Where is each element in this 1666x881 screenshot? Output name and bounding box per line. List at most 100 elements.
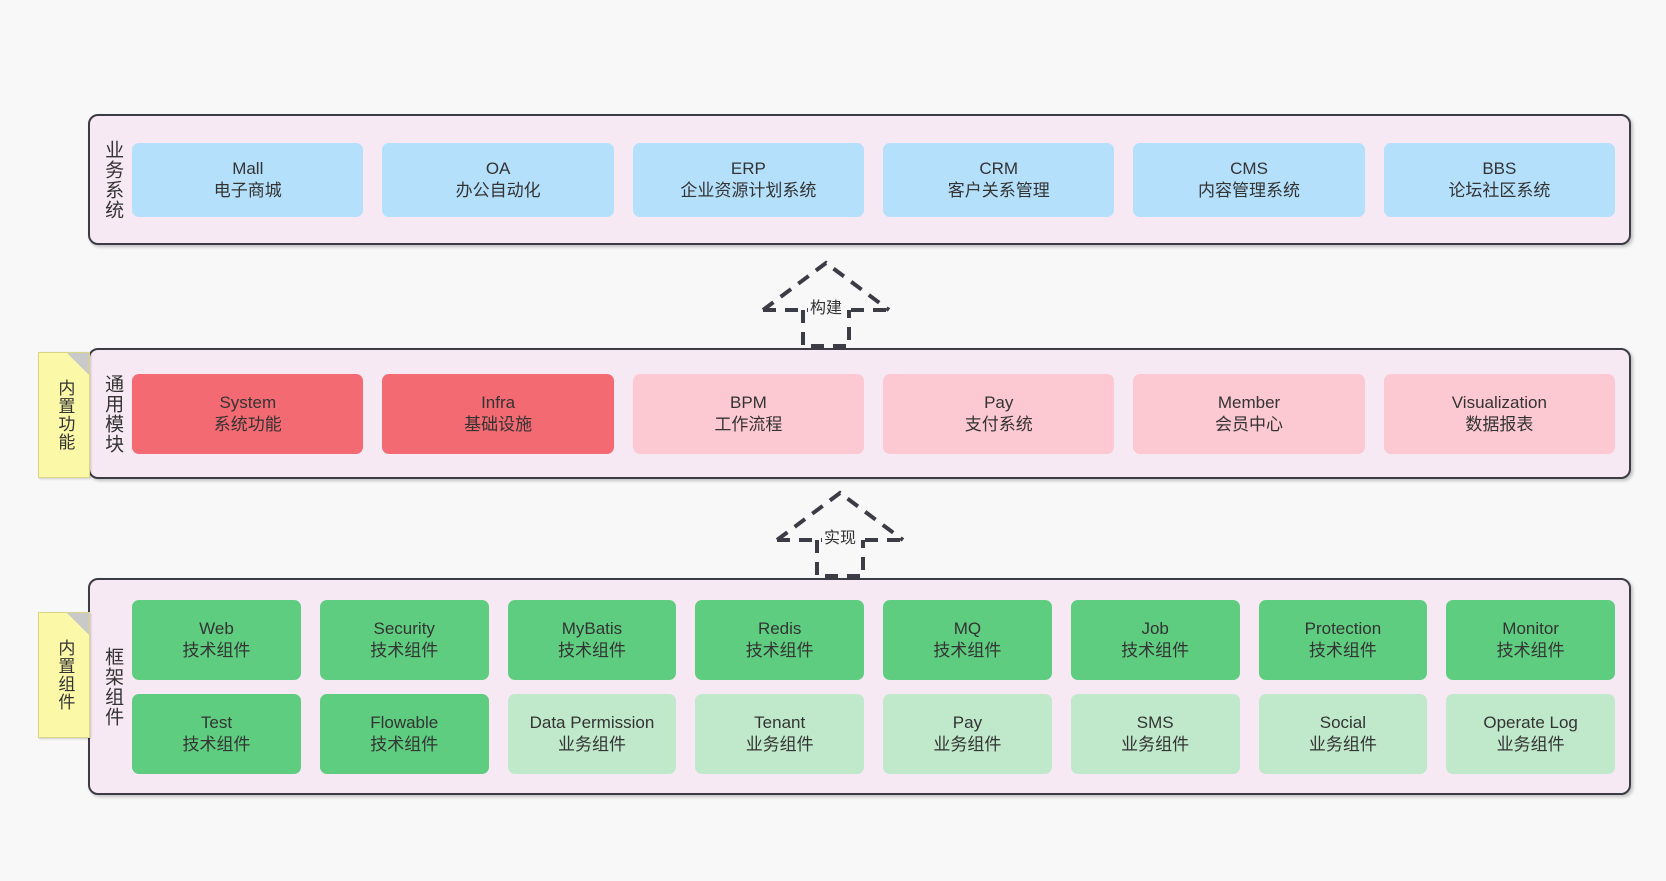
arrow-label-implement: 实现	[821, 524, 859, 548]
card-sms[interactable]: SMS 业务组件	[1070, 693, 1240, 774]
card-subtitle: 业务组件	[1121, 734, 1190, 754]
card-member[interactable]: Member 会员中心	[1133, 373, 1365, 454]
card-title: Protection	[1304, 619, 1382, 639]
card-system[interactable]: System 系统功能	[132, 373, 364, 454]
card-subtitle: 技术组件	[182, 640, 251, 660]
card-title: Infra	[481, 393, 516, 413]
card-subtitle: 技术组件	[370, 640, 439, 660]
layer-title-modules: 通用模块	[102, 373, 124, 454]
card-subtitle: 系统功能	[213, 414, 282, 434]
card-title: Test	[200, 713, 233, 733]
card-subtitle: 技术组件	[933, 640, 1002, 660]
sticky-note-label: 内置组件	[55, 639, 75, 711]
card-visualization[interactable]: Visualization 数据报表	[1383, 373, 1615, 454]
layer-business-systems: 业务系统 Mall 电子商城 OA 办公自动化 ERP 企业资源计划系统 CRM…	[88, 114, 1631, 245]
card-title: BBS	[1482, 159, 1517, 179]
card-subtitle: 客户关系管理	[947, 180, 1050, 200]
card-row: System 系统功能 Infra 基础设施 BPM 工作流程 Pay 支付系统…	[132, 373, 1615, 454]
card-mq[interactable]: MQ 技术组件	[883, 599, 1052, 680]
card-subtitle: 会员中心	[1215, 414, 1284, 434]
card-bbs[interactable]: BBS 论坛社区系统	[1383, 142, 1615, 217]
layer-body-framework: Web 技术组件 Security 技术组件 MyBatis 技术组件 Redi…	[132, 599, 1629, 774]
card-subtitle: 数据报表	[1465, 414, 1534, 434]
card-subtitle: 业务组件	[933, 734, 1002, 754]
folded-corner-icon	[67, 353, 89, 375]
card-redis[interactable]: Redis 技术组件	[695, 599, 865, 680]
card-title: Social	[1319, 713, 1367, 733]
card-subtitle: 内容管理系统	[1198, 180, 1301, 200]
card-title: System	[219, 393, 277, 413]
card-title: SMS	[1136, 713, 1174, 733]
card-mall[interactable]: Mall 电子商城	[132, 142, 364, 217]
card-pay-module[interactable]: Pay 支付系统	[883, 373, 1115, 454]
card-title: Operate Log	[1483, 713, 1578, 733]
card-oa[interactable]: OA 办公自动化	[382, 142, 614, 217]
card-title: Pay	[984, 393, 1014, 413]
card-title: Flowable	[370, 713, 439, 733]
card-subtitle: 业务组件	[557, 734, 626, 754]
card-social[interactable]: Social 业务组件	[1258, 693, 1428, 774]
card-title: Monitor	[1502, 619, 1559, 639]
card-mybatis[interactable]: MyBatis 技术组件	[507, 599, 677, 680]
card-subtitle: 技术组件	[370, 734, 439, 754]
layer-common-modules: 通用模块 System 系统功能 Infra 基础设施 BPM 工作流程 Pay…	[88, 348, 1631, 479]
card-cms[interactable]: CMS 内容管理系统	[1133, 142, 1365, 217]
layer-title-framework: 框架组件	[102, 646, 124, 727]
card-subtitle: 技术组件	[745, 640, 814, 660]
generalization-arrow-implement: 实现	[760, 488, 920, 578]
card-web[interactable]: Web 技术组件	[132, 599, 301, 680]
card-subtitle: 企业资源计划系统	[680, 180, 817, 200]
card-title: Visualization	[1451, 393, 1547, 413]
layer-framework-components: 框架组件 Web 技术组件 Security 技术组件 MyBatis 技术组件…	[88, 578, 1631, 795]
card-title: MQ	[953, 619, 982, 639]
card-subtitle: 办公自动化	[455, 180, 541, 200]
card-subtitle: 技术组件	[557, 640, 626, 660]
card-title: Security	[373, 619, 435, 639]
layer-body-modules: System 系统功能 Infra 基础设施 BPM 工作流程 Pay 支付系统…	[132, 373, 1629, 454]
card-job[interactable]: Job 技术组件	[1070, 599, 1240, 680]
card-security[interactable]: Security 技术组件	[319, 599, 489, 680]
sticky-note-builtin-components: 内置组件	[38, 612, 90, 738]
card-subtitle: 业务组件	[1308, 734, 1377, 754]
card-row: Web 技术组件 Security 技术组件 MyBatis 技术组件 Redi…	[132, 599, 1615, 680]
folded-corner-icon	[67, 613, 89, 635]
generalization-arrow-build: 构建	[746, 258, 906, 348]
card-title: CRM	[979, 159, 1019, 179]
card-protection[interactable]: Protection 技术组件	[1258, 599, 1428, 680]
card-title: Mall	[232, 159, 264, 179]
card-subtitle: 业务组件	[745, 734, 814, 754]
card-title: BPM	[729, 393, 767, 413]
card-subtitle: 技术组件	[1496, 640, 1565, 660]
card-subtitle: 基础设施	[464, 414, 533, 434]
card-title: Tenant	[754, 713, 806, 733]
card-row: Mall 电子商城 OA 办公自动化 ERP 企业资源计划系统 CRM 客户关系…	[132, 142, 1615, 217]
card-data-permission[interactable]: Data Permission 业务组件	[507, 693, 677, 774]
card-crm[interactable]: CRM 客户关系管理	[883, 142, 1115, 217]
sticky-note-builtin-features: 内置功能	[38, 352, 90, 478]
card-erp[interactable]: ERP 企业资源计划系统	[632, 142, 865, 217]
card-title: Web	[199, 619, 234, 639]
card-subtitle: 技术组件	[1308, 640, 1377, 660]
card-operate-log[interactable]: Operate Log 业务组件	[1446, 693, 1615, 774]
card-title: Job	[1141, 619, 1169, 639]
card-subtitle: 业务组件	[1496, 734, 1565, 754]
card-pay-component[interactable]: Pay 业务组件	[883, 693, 1052, 774]
card-tenant[interactable]: Tenant 业务组件	[695, 693, 865, 774]
layer-title-business: 业务系统	[102, 139, 124, 220]
card-infra[interactable]: Infra 基础设施	[382, 373, 614, 454]
card-subtitle: 技术组件	[182, 734, 251, 754]
card-subtitle: 支付系统	[964, 414, 1033, 434]
card-monitor[interactable]: Monitor 技术组件	[1446, 599, 1615, 680]
card-title: Pay	[952, 713, 983, 733]
card-title: ERP	[730, 159, 766, 179]
card-row: Test 技术组件 Flowable 技术组件 Data Permission …	[132, 693, 1615, 774]
card-title: MyBatis	[561, 619, 623, 639]
card-test[interactable]: Test 技术组件	[132, 693, 301, 774]
card-title: Member	[1217, 393, 1281, 413]
card-subtitle: 论坛社区系统	[1448, 180, 1551, 200]
card-title: Data Permission	[529, 713, 655, 733]
card-flowable[interactable]: Flowable 技术组件	[319, 693, 489, 774]
card-title: Redis	[757, 619, 802, 639]
card-title: CMS	[1230, 159, 1268, 179]
card-bpm[interactable]: BPM 工作流程	[632, 373, 865, 454]
